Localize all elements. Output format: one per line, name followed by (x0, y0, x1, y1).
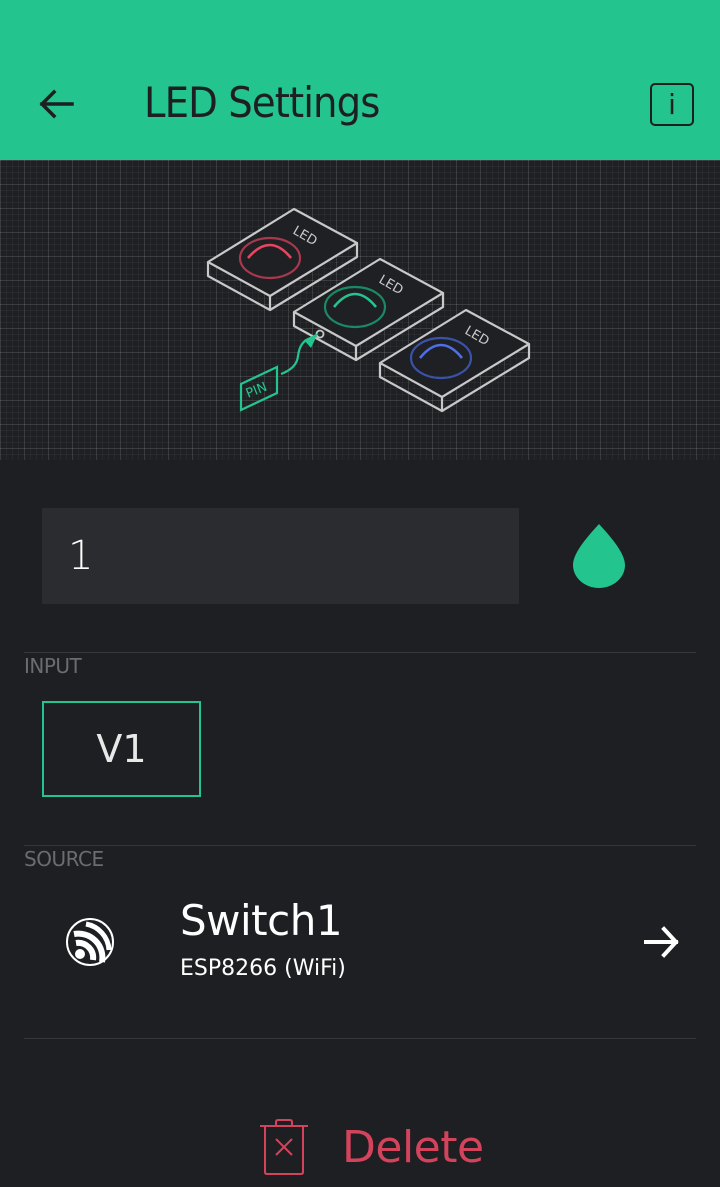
divider (24, 845, 696, 846)
pin-label: PIN (244, 380, 269, 402)
delete-label: Delete (342, 1121, 484, 1173)
source-device-row[interactable]: Switch1 ESP8266 (WiFi) (24, 880, 696, 1010)
divider (24, 652, 696, 653)
status-bar (0, 0, 720, 48)
page-title: LED Settings (144, 78, 380, 127)
espressif-icon (66, 918, 114, 966)
delete-button[interactable]: Delete (256, 1114, 484, 1180)
arrow-right-icon (644, 926, 679, 958)
arrow-left-icon (39, 89, 74, 119)
led-diagram: LED LED LED PIN (206, 207, 531, 413)
info-button[interactable]: i (650, 83, 694, 126)
pin-value: V1 (96, 727, 147, 771)
source-section-label: SOURCE (24, 847, 104, 871)
trash-icon (260, 1119, 308, 1175)
color-picker-button[interactable] (560, 516, 638, 596)
device-type: ESP8266 (WiFi) (180, 956, 346, 981)
input-section-label: INPUT (24, 654, 82, 678)
widget-name-input[interactable] (42, 508, 519, 604)
back-button[interactable] (32, 80, 80, 128)
led-illustration: LED LED LED PIN (0, 160, 720, 460)
droplet-icon (573, 524, 625, 588)
pin-select-button[interactable]: V1 (42, 701, 201, 797)
app-header: LED Settings i (0, 0, 720, 160)
device-name: Switch1 (180, 896, 343, 945)
info-icon: i (668, 87, 676, 121)
divider (24, 1038, 696, 1039)
